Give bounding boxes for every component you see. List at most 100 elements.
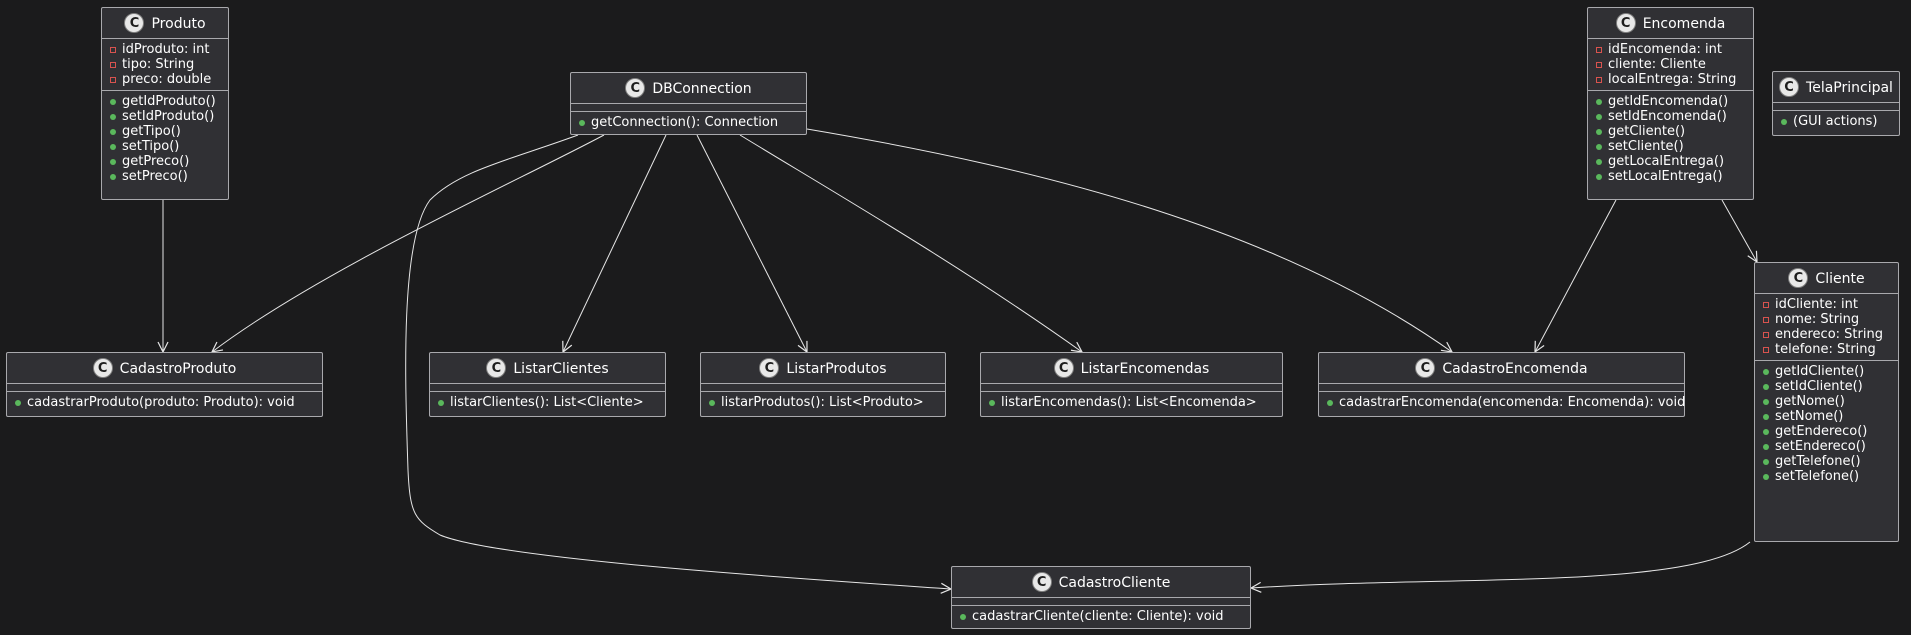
private-visibility-icon — [1761, 331, 1771, 338]
method-text: getIdCliente() — [1775, 364, 1865, 379]
class-icon: C — [124, 13, 145, 33]
class-cadastroencomenda: C CadastroEncomenda cadastrarEncomenda(enc… — [1318, 352, 1685, 417]
class-icon: C — [92, 358, 113, 378]
attribute-text: endereco: String — [1775, 327, 1883, 342]
public-visibility-icon — [1761, 458, 1771, 465]
class-name: CadastroEncomenda — [1442, 360, 1588, 377]
method-row: setEndereco() — [1755, 439, 1898, 454]
relation-dbconnection-cadastrocliente — [405, 134, 951, 589]
method-row: getCliente() — [1588, 124, 1753, 139]
method-row: setTipo() — [102, 139, 228, 154]
class-header: C TelaPrincipal — [1773, 72, 1899, 103]
relation-dbconnection-listarclientes — [563, 134, 667, 352]
attributes-section — [7, 384, 322, 392]
method-text: getLocalEntrega() — [1608, 154, 1725, 169]
methods-section: getConnection(): Connection — [571, 112, 806, 133]
public-visibility-icon — [577, 119, 587, 126]
method-text: setIdCliente() — [1775, 379, 1863, 394]
relation-cliente-cadastrocliente — [1251, 541, 1751, 588]
method-row: setTelefone() — [1755, 469, 1898, 484]
class-icon: C — [625, 78, 646, 98]
class-icon: C — [759, 358, 780, 378]
public-visibility-icon — [108, 98, 118, 105]
class-name: ListarClientes — [513, 360, 609, 377]
method-row: getLocalEntrega() — [1588, 154, 1753, 169]
methods-section: getIdEncomenda()setIdEncomenda()getClien… — [1588, 91, 1753, 187]
method-row: getIdCliente() — [1755, 364, 1898, 379]
method-text: setIdProduto() — [122, 109, 215, 124]
method-row: setIdCliente() — [1755, 379, 1898, 394]
method-row: setPreco() — [102, 169, 228, 184]
method-text: getCliente() — [1608, 124, 1686, 139]
method-text: getIdEncomenda() — [1608, 94, 1729, 109]
class-header: C Cliente — [1755, 263, 1898, 294]
methods-section: cadastrarEncomenda(encomenda: Encomenda)… — [1319, 392, 1685, 413]
attributes-section — [981, 384, 1282, 392]
attribute-text: idCliente: int — [1775, 297, 1858, 312]
methods-section: listarProdutos(): List<Produto> — [701, 392, 945, 413]
methods-section: cadastrarProduto(produto: Produto): void — [7, 392, 322, 413]
attribute-text: telefone: String — [1775, 342, 1876, 357]
public-visibility-icon — [1594, 158, 1604, 165]
method-text: setLocalEntrega() — [1608, 169, 1723, 184]
method-text: listarEncomendas(): List<Encomenda> — [1001, 395, 1257, 410]
public-visibility-icon — [1761, 383, 1771, 390]
method-row: setCliente() — [1588, 139, 1753, 154]
method-row: getTelefone() — [1755, 454, 1898, 469]
class-header: C CadastroCliente — [952, 567, 1250, 598]
attribute-row: cliente: Cliente — [1588, 57, 1753, 72]
public-visibility-icon — [108, 143, 118, 150]
class-icon: C — [1788, 268, 1809, 288]
relation-dbconnection-listarencomendas — [739, 134, 1082, 352]
class-name: DBConnection — [652, 80, 752, 97]
private-visibility-icon — [1594, 76, 1604, 83]
public-visibility-icon — [108, 158, 118, 165]
private-visibility-icon — [1594, 46, 1604, 53]
public-visibility-icon — [1325, 399, 1335, 406]
attribute-text: preco: double — [122, 72, 212, 87]
method-row: (GUI actions) — [1773, 114, 1899, 129]
class-icon: C — [1415, 358, 1436, 378]
method-row: listarEncomendas(): List<Encomenda> — [981, 395, 1282, 410]
class-cadastroproduto: C CadastroProduto cadastrarProduto(produto… — [6, 352, 323, 417]
method-text: getPreco() — [122, 154, 190, 169]
attribute-row: idEncomenda: int — [1588, 42, 1753, 57]
class-name: CadastroProduto — [119, 360, 237, 377]
class-name: Cliente — [1815, 270, 1865, 287]
public-visibility-icon — [108, 173, 118, 180]
class-header: C DBConnection — [571, 73, 806, 104]
private-visibility-icon — [1594, 61, 1604, 68]
class-dbconnection: C DBConnection getConnection(): Connection — [570, 72, 807, 135]
public-visibility-icon — [108, 128, 118, 135]
class-icon: C — [1615, 13, 1636, 33]
class-name: TelaPrincipal — [1806, 79, 1893, 96]
methods-section: cadastrarCliente(cliente: Cliente): void — [952, 606, 1250, 627]
method-text: setIdEncomenda() — [1608, 109, 1727, 124]
method-text: setPreco() — [122, 169, 188, 184]
method-row: cadastrarCliente(cliente: Cliente): void — [952, 609, 1250, 624]
attribute-text: cliente: Cliente — [1608, 57, 1706, 72]
public-visibility-icon — [1761, 473, 1771, 480]
attribute-row: nome: String — [1755, 312, 1898, 327]
class-name: CadastroCliente — [1058, 574, 1171, 591]
method-row: getIdProduto() — [102, 94, 228, 109]
public-visibility-icon — [1594, 173, 1604, 180]
public-visibility-icon — [987, 399, 997, 406]
public-visibility-icon — [108, 113, 118, 120]
method-row: setIdProduto() — [102, 109, 228, 124]
class-icon: C — [1779, 77, 1800, 97]
method-row: listarProdutos(): List<Produto> — [701, 395, 945, 410]
attribute-text: idEncomenda: int — [1608, 42, 1722, 57]
relation-dbconnection-listarprodutos — [696, 134, 807, 352]
method-row: getEndereco() — [1755, 424, 1898, 439]
method-text: (GUI actions) — [1793, 114, 1878, 129]
attribute-row: localEntrega: String — [1588, 72, 1753, 87]
method-text: cadastrarCliente(cliente: Cliente): void — [972, 609, 1224, 624]
class-icon: C — [1031, 572, 1052, 592]
class-cadastrocliente: C CadastroCliente cadastrarCliente(cliente… — [951, 566, 1251, 629]
